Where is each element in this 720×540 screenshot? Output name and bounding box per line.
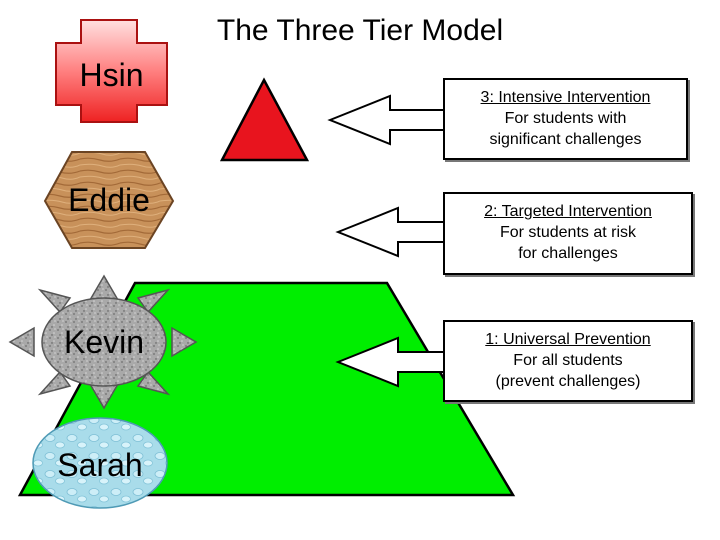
tier-1-description: 1: Universal Prevention For all students… xyxy=(443,320,693,402)
tier-1-line-1: For all students xyxy=(513,352,623,369)
tier-1-heading: 1: Universal Prevention xyxy=(485,331,651,348)
kevin-sun-shape xyxy=(8,274,198,410)
hsin-label: Hsin xyxy=(79,57,144,93)
hsin-cross-shape xyxy=(55,19,168,123)
eddie-label: Eddie xyxy=(68,182,150,218)
arrow-tier-3 xyxy=(327,94,451,146)
tier-3-line-1: For students with xyxy=(504,110,627,127)
diagram-title: The Three Tier Model xyxy=(216,14,504,47)
sarah-ellipse-shape xyxy=(32,417,168,509)
tier-1-line-2: (prevent challenges) xyxy=(495,373,641,390)
kevin-label: Kevin xyxy=(63,324,145,360)
tier-3-description: 3: Intensive Intervention For students w… xyxy=(443,78,688,160)
tier-2-heading: 2: Targeted Intervention xyxy=(484,203,652,220)
eddie-hexagon-shape xyxy=(43,151,175,249)
tier-3-heading: 3: Intensive Intervention xyxy=(480,89,651,106)
tier-2-line-2: for challenges xyxy=(518,245,618,262)
tier-2-description: 2: Targeted Intervention For students at… xyxy=(443,192,693,275)
tier-2-line-1: For students at risk xyxy=(499,224,637,241)
sarah-label: Sarah xyxy=(57,447,143,483)
arrow-tier-2 xyxy=(335,206,459,258)
tier-3-triangle xyxy=(219,77,310,162)
tier-3-line-2: significant challenges xyxy=(489,131,642,148)
